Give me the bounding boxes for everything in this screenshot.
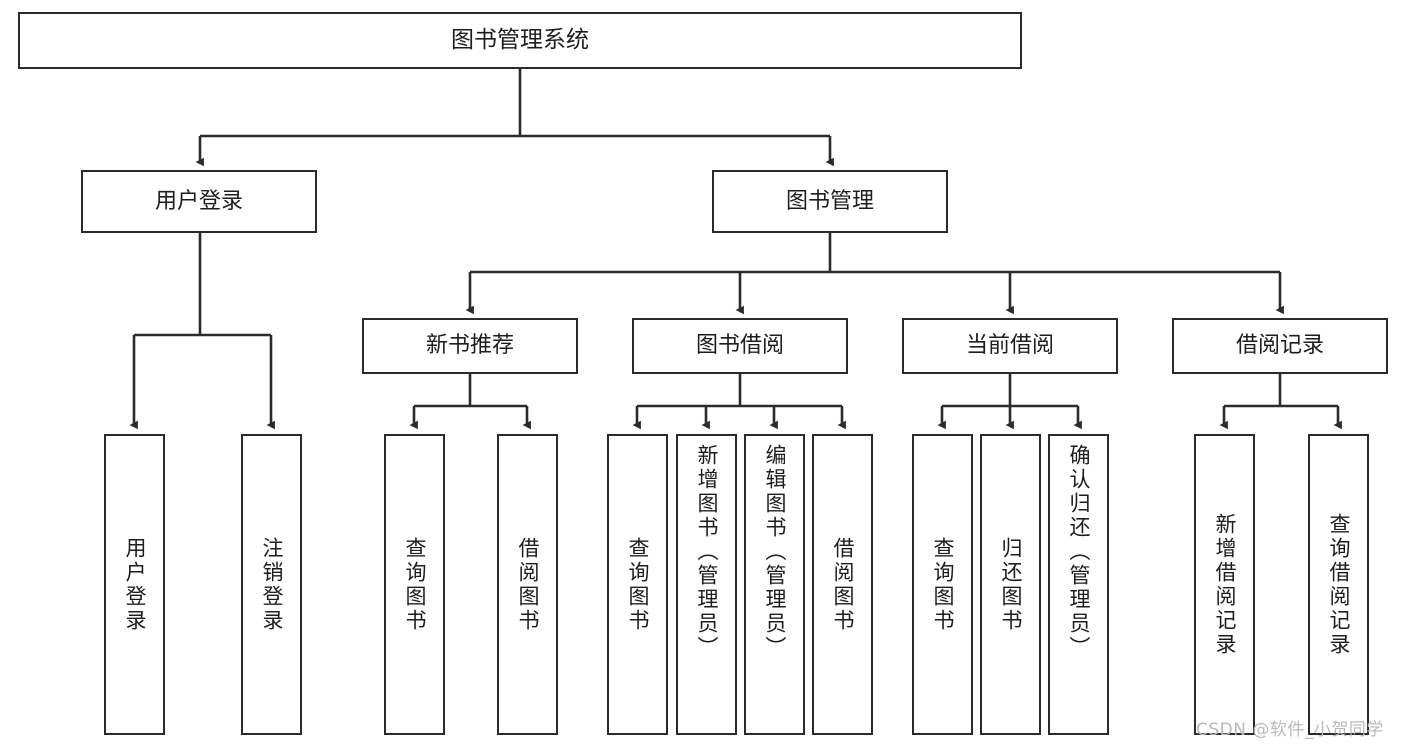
- node-borrow-record[interactable]: 借阅记录: [1172, 318, 1388, 374]
- node-new-book-recommend-label: 新书推荐: [425, 333, 514, 359]
- node-leaf-borrow-book-1-label: 借阅图书: [516, 536, 540, 633]
- node-user-login-label: 用户登录: [154, 188, 243, 214]
- watermark: CSDN @软件_小贺同学: [1196, 720, 1384, 740]
- node-user-login[interactable]: 用户登录: [81, 170, 317, 233]
- node-current-borrow[interactable]: 当前借阅: [902, 318, 1118, 374]
- node-leaf-user-login-label: 用户登录: [123, 536, 147, 633]
- node-book-manage[interactable]: 图书管理: [712, 170, 948, 233]
- node-leaf-confirm-return-label: 确认归还（管理员）: [1067, 444, 1091, 660]
- node-leaf-add-book[interactable]: 新增图书（管理员）: [676, 434, 737, 735]
- node-borrow-record-label: 借阅记录: [1235, 333, 1324, 359]
- node-leaf-add-book-label: 新增图书（管理员）: [695, 444, 719, 660]
- node-leaf-borrow-book-1[interactable]: 借阅图书: [497, 434, 558, 735]
- node-leaf-borrow-book-2[interactable]: 借阅图书: [812, 434, 873, 735]
- node-leaf-query-book-3[interactable]: 查询图书: [912, 434, 973, 735]
- node-leaf-query-book-3-label: 查询图书: [931, 536, 955, 633]
- node-leaf-return-book-label: 归还图书: [999, 536, 1023, 633]
- node-leaf-confirm-return[interactable]: 确认归还（管理员）: [1048, 434, 1109, 735]
- node-root-label: 图书管理系统: [451, 26, 589, 53]
- node-leaf-query-book-2-label: 查询图书: [626, 536, 650, 633]
- node-leaf-query-record-label: 查询借阅记录: [1327, 512, 1351, 657]
- node-leaf-edit-book-label: 编辑图书（管理员）: [763, 444, 787, 660]
- node-leaf-add-record-label: 新增借阅记录: [1213, 512, 1237, 657]
- node-current-borrow-label: 当前借阅: [965, 333, 1054, 359]
- node-leaf-query-book-1[interactable]: 查询图书: [384, 434, 445, 735]
- node-leaf-edit-book[interactable]: 编辑图书（管理员）: [744, 434, 805, 735]
- node-leaf-logout-login[interactable]: 注销登录: [241, 434, 302, 735]
- node-new-book-recommend[interactable]: 新书推荐: [362, 318, 578, 374]
- node-leaf-add-record[interactable]: 新增借阅记录: [1194, 434, 1255, 735]
- node-leaf-user-login[interactable]: 用户登录: [104, 434, 165, 735]
- node-book-borrow-label: 图书借阅: [695, 333, 784, 359]
- node-leaf-query-book-1-label: 查询图书: [403, 536, 427, 633]
- node-leaf-borrow-book-2-label: 借阅图书: [831, 536, 855, 633]
- node-leaf-query-record[interactable]: 查询借阅记录: [1308, 434, 1369, 735]
- node-book-borrow[interactable]: 图书借阅: [632, 318, 848, 374]
- node-leaf-query-book-2[interactable]: 查询图书: [607, 434, 668, 735]
- node-root[interactable]: 图书管理系统: [18, 12, 1022, 69]
- node-book-manage-label: 图书管理: [785, 188, 874, 214]
- node-leaf-return-book[interactable]: 归还图书: [980, 434, 1041, 735]
- node-leaf-logout-login-label: 注销登录: [260, 536, 284, 633]
